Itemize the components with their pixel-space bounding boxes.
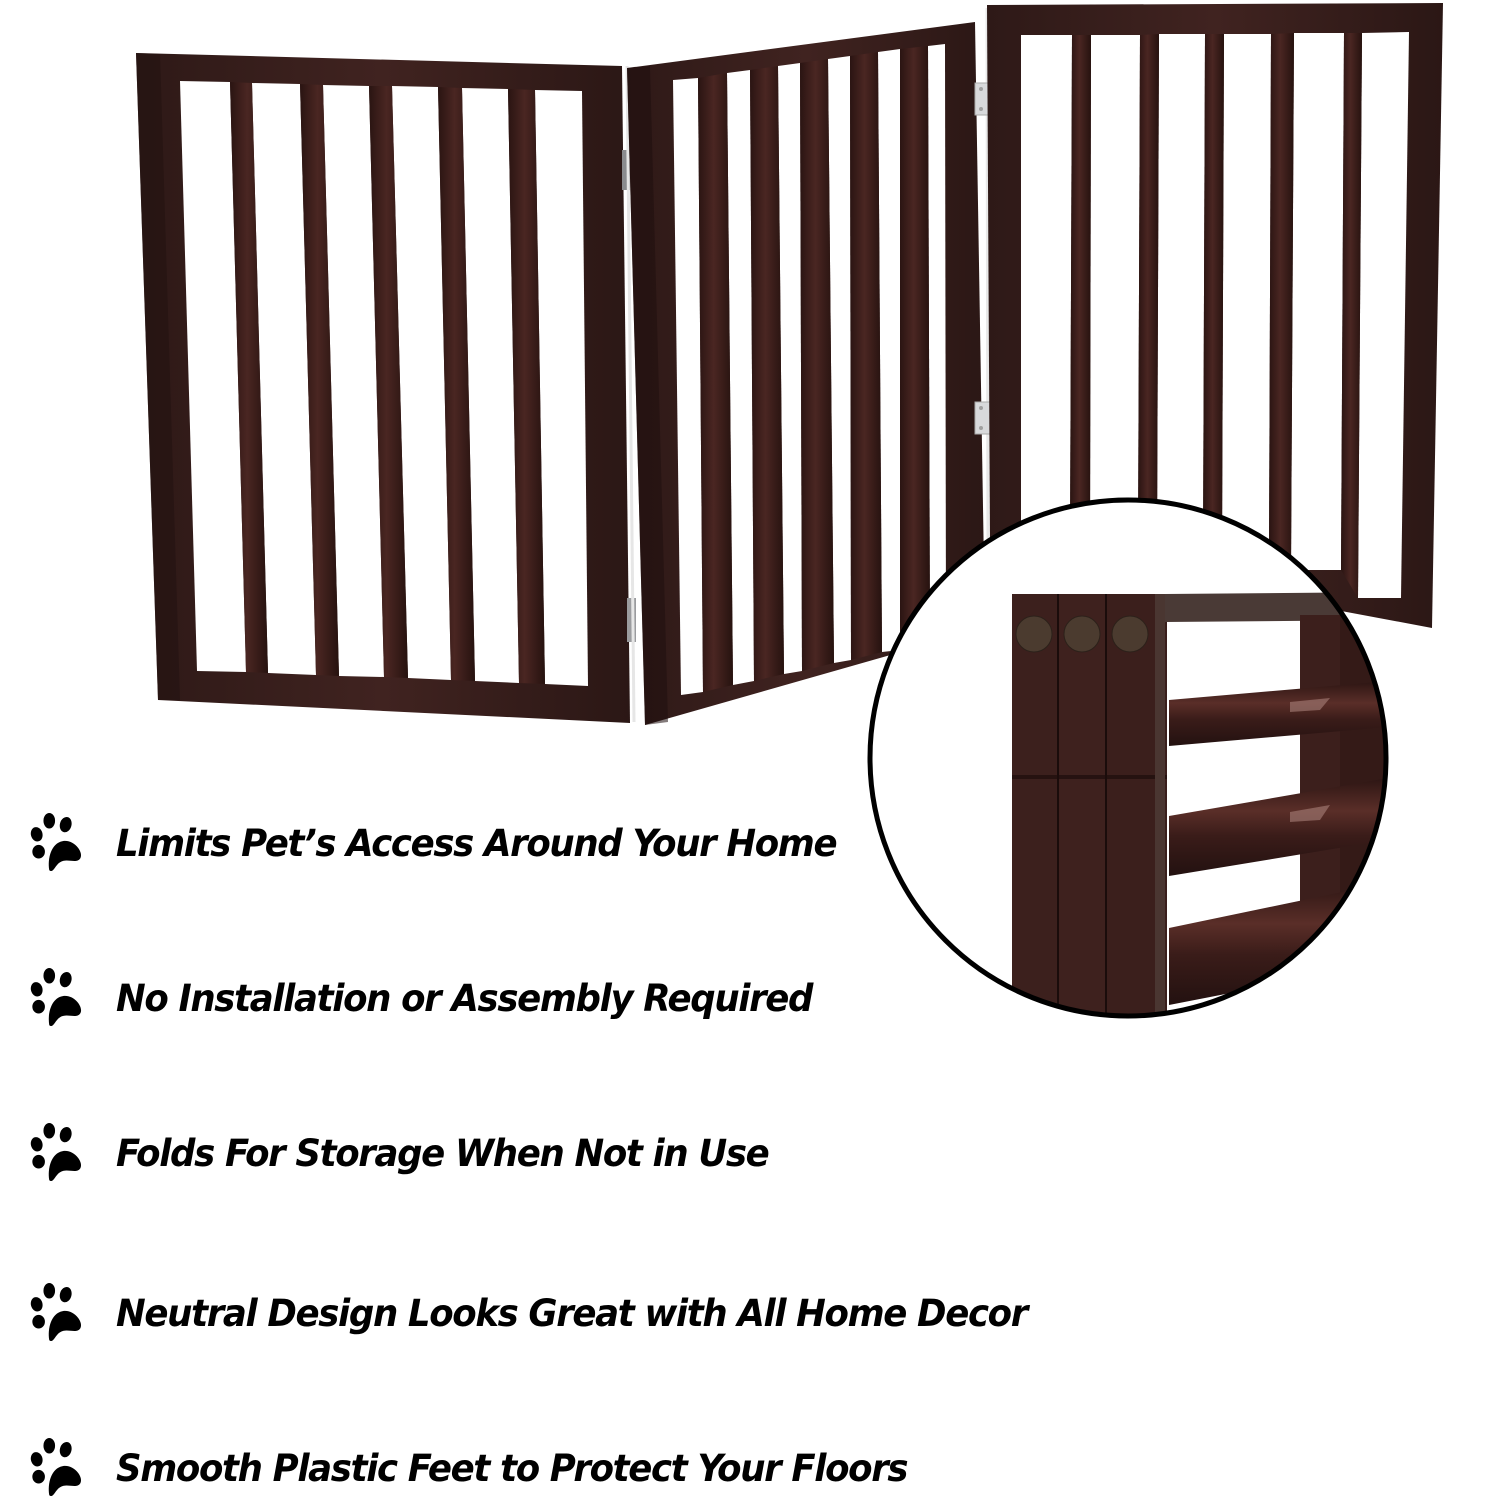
hinge-left-middle — [622, 65, 636, 723]
plastic-feet — [1015, 615, 1149, 653]
detail-inset-circle — [867, 497, 1389, 1019]
gate-panel-right — [987, 3, 1443, 628]
gate-panel-middle — [627, 22, 985, 725]
gate-panel-left — [136, 53, 630, 723]
